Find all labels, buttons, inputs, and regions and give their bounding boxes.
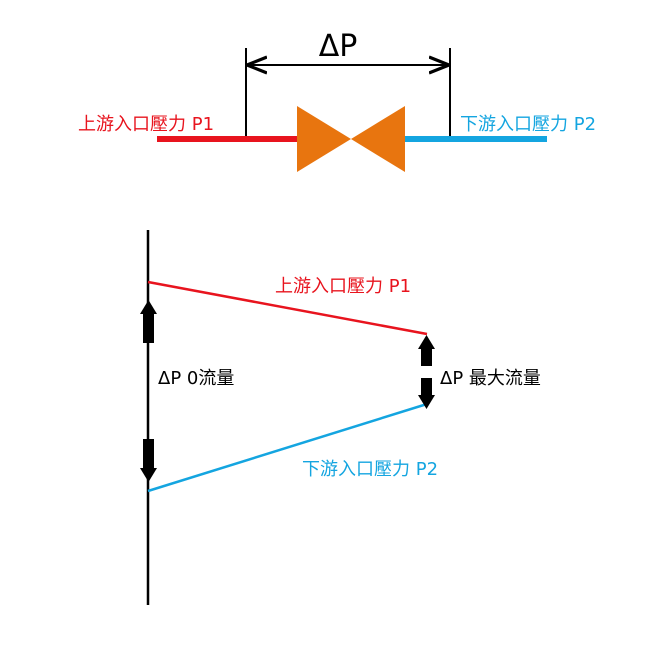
valve-icon [297, 106, 405, 172]
downstream-pressure-line [147, 402, 428, 493]
zero-flow-down-arrow-icon [140, 439, 157, 482]
delta-p-zero-flow-label: ΔP 0流量 [158, 368, 234, 389]
upstream-pressure-label-top: 上游入口壓力 P1 [78, 114, 214, 135]
pressure-profile: 上游入口壓力 P1 下游入口壓力 P2 ΔP 0流量 ΔP 最大流量 [140, 230, 541, 605]
delta-p-max-flow-label: ΔP 最大流量 [440, 368, 541, 389]
upstream-pressure-label: 上游入口壓力 P1 [275, 276, 411, 297]
delta-p-label: ΔP [319, 29, 358, 64]
downstream-pressure-label-top: 下游入口壓力 P2 [460, 114, 596, 135]
downstream-pressure-label: 下游入口壓力 P2 [302, 459, 438, 480]
max-flow-down-arrow-icon [418, 378, 435, 409]
zero-flow-up-arrow-icon [140, 300, 157, 343]
upstream-pressure-line [147, 280, 428, 336]
max-flow-up-arrow-icon [418, 335, 435, 366]
valve-schematic: ΔP 上游入口壓力 P1 下游入口壓力 P2 [78, 29, 596, 172]
